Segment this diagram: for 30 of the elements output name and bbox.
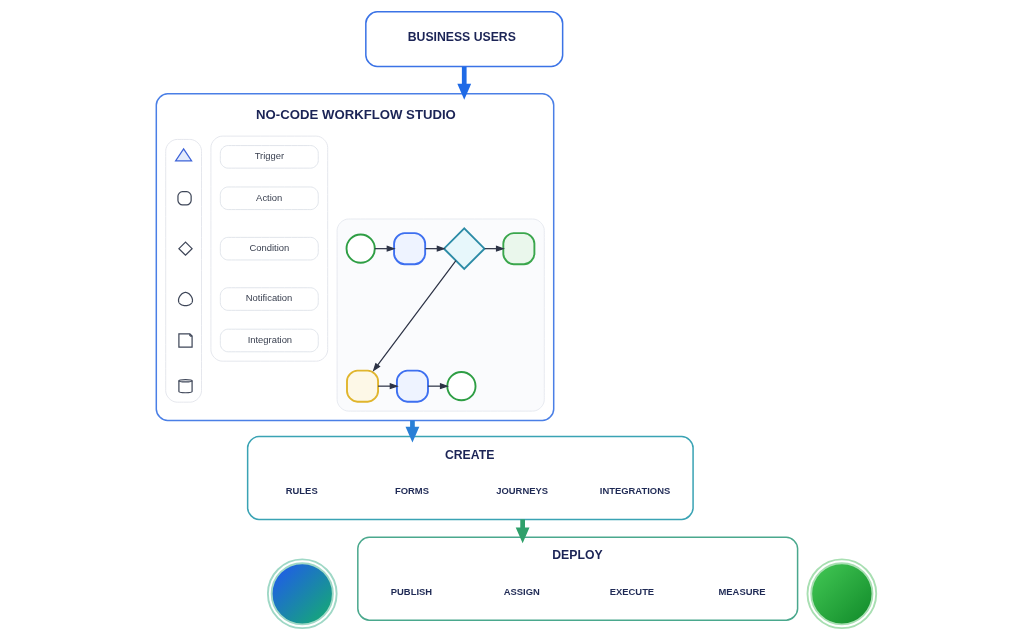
node-text: PUBLISH bbox=[390, 586, 432, 598]
node-circle bbox=[266, 558, 338, 630]
node-circle bbox=[445, 371, 476, 402]
arrow bbox=[372, 260, 457, 372]
node-box: Trigger bbox=[219, 145, 319, 169]
node-cursor bbox=[173, 147, 193, 162]
node-text: JOURNEYS bbox=[495, 485, 548, 497]
node-box bbox=[392, 232, 426, 266]
node-text: INTEGRATIONS bbox=[599, 485, 670, 497]
node-box bbox=[176, 191, 192, 206]
node-diamond bbox=[177, 241, 193, 257]
node-box bbox=[501, 232, 535, 266]
node-box bbox=[395, 369, 429, 403]
node-text: RULES bbox=[285, 485, 318, 497]
cluster bbox=[336, 218, 545, 412]
node-box: BUSINESS USERS bbox=[364, 11, 563, 68]
node-box: Notification bbox=[219, 287, 319, 311]
node-box: Condition bbox=[219, 236, 319, 261]
node-text: FORMS bbox=[394, 485, 429, 497]
node-box: Action bbox=[219, 186, 319, 211]
node-diamond bbox=[442, 227, 486, 271]
node-text: ASSIGN bbox=[503, 586, 540, 598]
arrow bbox=[456, 66, 471, 100]
node-text: MEASURE bbox=[718, 586, 766, 598]
node-text: EXECUTE bbox=[609, 586, 654, 598]
node-box: Integration bbox=[219, 328, 319, 353]
node-person bbox=[177, 291, 193, 307]
node-circle bbox=[345, 233, 376, 264]
cluster bbox=[209, 135, 328, 362]
node-box bbox=[345, 369, 379, 403]
